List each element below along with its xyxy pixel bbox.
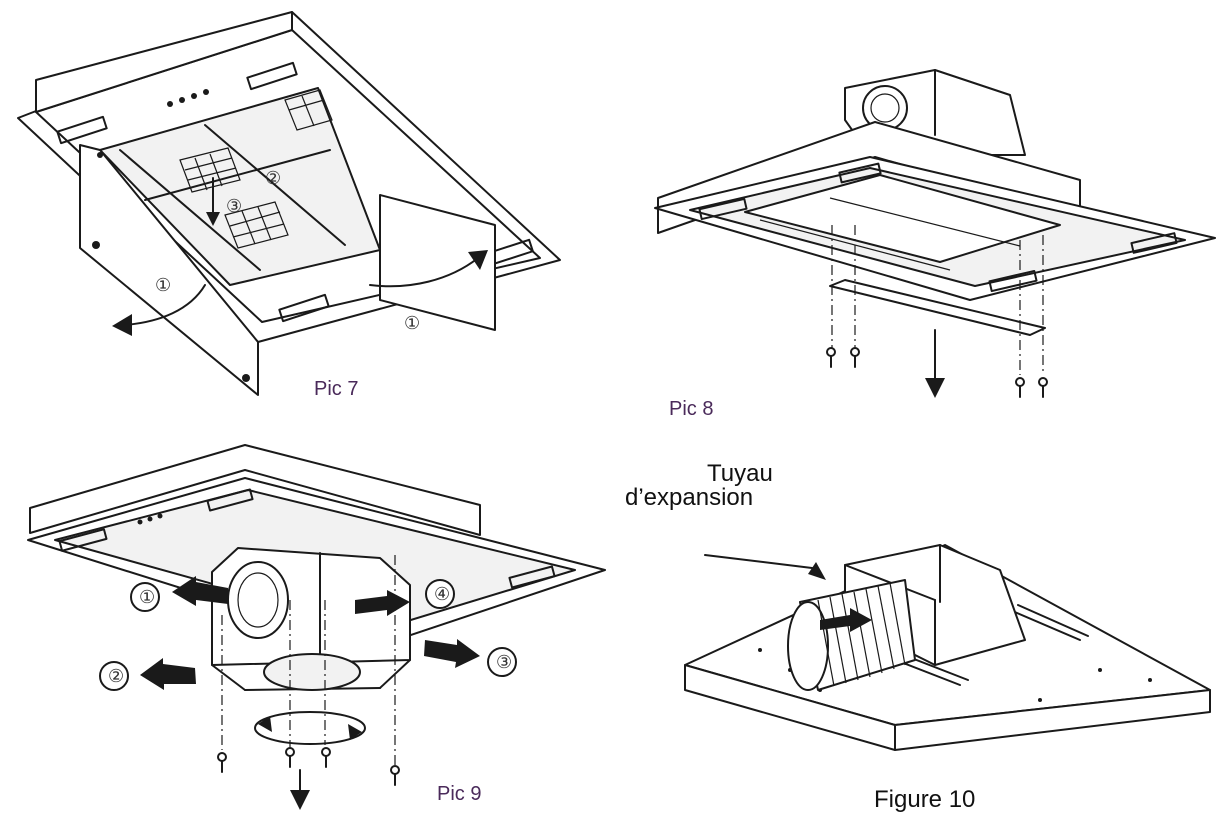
pic7-step-1a: ①: [155, 275, 171, 295]
label-tuyau-line2: d’expansion: [625, 484, 754, 511]
caption-pic8: Pic 8: [669, 398, 714, 420]
pic7-step-2: ②: [265, 168, 281, 188]
pic7-illustration: [17, 11, 561, 396]
pic9-step-1: ①: [139, 587, 155, 607]
pic9-step-3: ③: [496, 652, 512, 672]
pic9-illustration: [27, 444, 606, 810]
pic7-step-1b: ①: [404, 313, 420, 333]
pic8-illustration: [654, 69, 1216, 398]
caption-figure10: Figure 10: [874, 786, 976, 813]
caption-pic9: Pic 9: [437, 783, 482, 805]
figure10-illustration: [684, 544, 1211, 751]
pic7-step-3: ③: [226, 196, 242, 216]
pic9-step-4: ④: [434, 584, 450, 604]
pic9-step-2: ②: [108, 666, 124, 686]
label-tuyau-line1: Tuyau: [707, 460, 773, 487]
caption-pic7: Pic 7: [314, 378, 359, 400]
